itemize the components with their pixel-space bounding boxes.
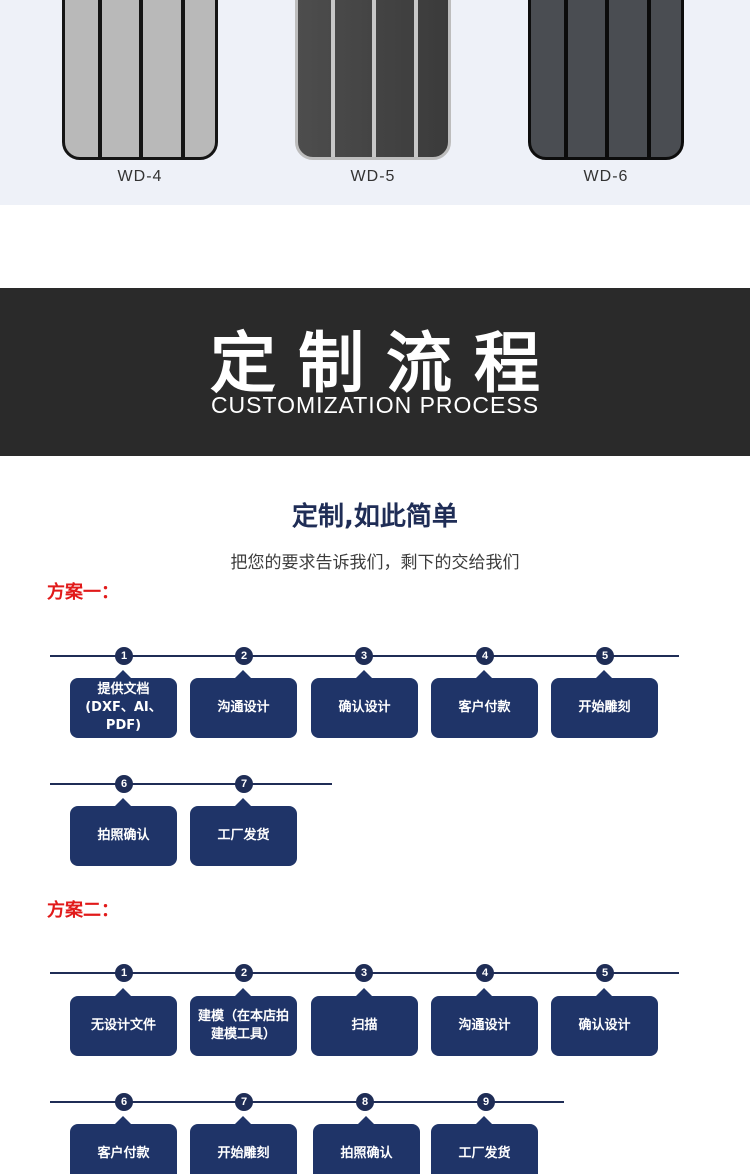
- banner-title-en: CUSTOMIZATION PROCESS: [210, 392, 540, 418]
- plan1-title: 方案一：: [47, 582, 119, 603]
- step-label: 建模（在本店拍 建模工具）: [197, 1009, 289, 1042]
- step-number: 2: [235, 964, 253, 982]
- product-swatch: [62, 0, 218, 160]
- plan1-step-5: 开始雕刻: [551, 670, 658, 738]
- plan1-step-7: 工厂发货: [190, 798, 297, 866]
- banner-title-cn: 定制流程: [210, 325, 562, 402]
- product-code: WD-4: [117, 168, 163, 185]
- plan1-step-4: 客户付款: [431, 670, 538, 738]
- step-number: 6: [115, 775, 133, 793]
- plan2-step-7: 开始雕刻: [190, 1116, 297, 1174]
- plan1-step-3: 确认设计: [311, 670, 418, 738]
- plan2-row2-line: [50, 1101, 564, 1103]
- plan2-step-5: 确认设计: [551, 988, 658, 1056]
- step-label: 无设计文件: [90, 1018, 156, 1033]
- step-number: 7: [235, 775, 253, 793]
- step-label: 拍照确认: [97, 828, 150, 843]
- plan2-title: 方案二：: [47, 900, 119, 921]
- step-number: 3: [355, 964, 373, 982]
- plan1-row2-line: [50, 783, 332, 785]
- product-swatch: [528, 0, 684, 160]
- step-number: 7: [235, 1093, 253, 1111]
- step-label: 拍照确认: [340, 1146, 393, 1161]
- step-label: 客户付款: [97, 1146, 150, 1161]
- step-number: 8: [356, 1093, 374, 1111]
- plan2-step-3: 扫描: [311, 988, 418, 1056]
- step-number: 9: [477, 1093, 495, 1111]
- plan1-step-1: 提供文档 (DXF、AI、PDF): [70, 670, 177, 738]
- step-number: 2: [235, 647, 253, 665]
- step-label: 客户付款: [458, 700, 511, 715]
- product-code: WD-6: [583, 168, 629, 185]
- plan2-step-6: 客户付款: [70, 1116, 177, 1174]
- step-number: 5: [596, 647, 614, 665]
- step-label: 确认设计: [578, 1018, 631, 1033]
- step-label: 工厂发货: [217, 828, 270, 843]
- step-label: 提供文档 (DXF、AI、PDF): [85, 682, 162, 733]
- step-number: 1: [115, 647, 133, 665]
- step-label: 开始雕刻: [578, 700, 631, 715]
- step-number: 4: [476, 647, 494, 665]
- plan1-step-6: 拍照确认: [70, 798, 177, 866]
- step-number: 4: [476, 964, 494, 982]
- product-swatch: [295, 0, 451, 160]
- headline: 定制,如此简单: [292, 502, 458, 532]
- step-number: 3: [355, 647, 373, 665]
- step-number: 1: [115, 964, 133, 982]
- subline: 把您的要求告诉我们，剩下的交给我们: [230, 553, 520, 573]
- step-label: 确认设计: [338, 700, 391, 715]
- step-number: 5: [596, 964, 614, 982]
- product-code: WD-5: [350, 168, 396, 185]
- plan2-step-1: 无设计文件: [70, 988, 177, 1056]
- step-label: 工厂发货: [458, 1146, 511, 1161]
- step-number: 6: [115, 1093, 133, 1111]
- plan2-step-8: 拍照确认: [313, 1116, 420, 1174]
- product-strip: WD-4 WD-5 WD-6: [0, 0, 750, 205]
- step-label: 沟通设计: [217, 700, 270, 715]
- step-label: 扫描: [351, 1018, 378, 1033]
- process-banner: 定制流程 CUSTOMIZATION PROCESS: [0, 288, 750, 456]
- step-label: 开始雕刻: [217, 1146, 270, 1161]
- plan2-step-4: 沟通设计: [431, 988, 538, 1056]
- plan2-step-2: 建模（在本店拍 建模工具）: [190, 988, 297, 1056]
- plan2-step-9: 工厂发货: [431, 1116, 538, 1174]
- step-label: 沟通设计: [458, 1018, 511, 1033]
- plan1-step-2: 沟通设计: [190, 670, 297, 738]
